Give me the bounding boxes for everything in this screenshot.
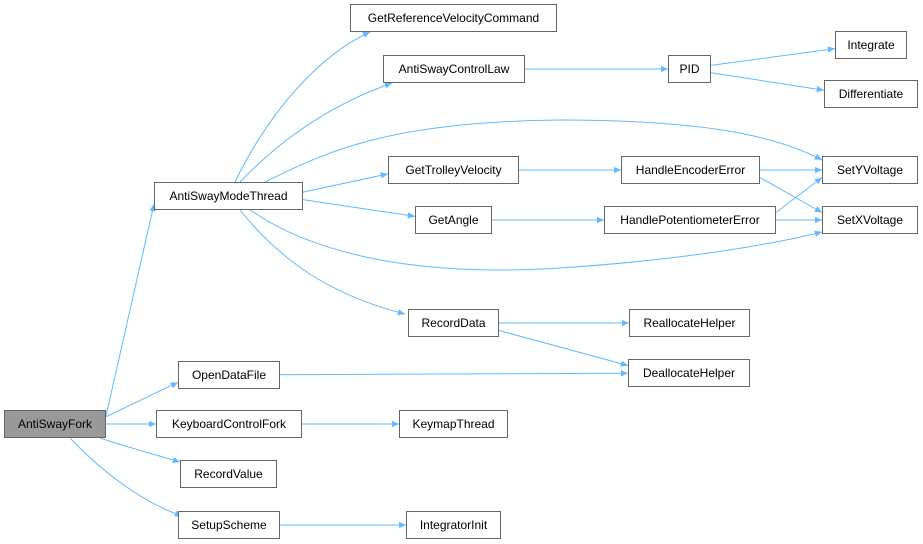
- node-integrate[interactable]: Integrate: [835, 31, 907, 59]
- edge-PID-to-Integrate: [710, 46, 836, 66]
- node-record-data[interactable]: RecordData: [408, 309, 499, 337]
- node-differentiate[interactable]: Differentiate: [824, 80, 918, 108]
- node-open-data-file[interactable]: OpenDataFile: [178, 361, 280, 389]
- edge-AntiSwayModeThread-to-RecordData: [239, 209, 406, 316]
- node-get-trolley-velocity[interactable]: GetTrolleyVelocity: [388, 156, 519, 184]
- node-set-y-voltage[interactable]: SetYVoltage: [822, 156, 918, 184]
- edge-RecordData-to-DeallocateHelper: [498, 330, 629, 367]
- node-anti-sway-fork: AntiSwayFork: [4, 410, 106, 438]
- edge-AntiSwayModeThread-to-SetYVoltage: [264, 119, 823, 183]
- node-reallocate-helper[interactable]: ReallocateHelper: [629, 309, 750, 337]
- node-get-reference-velocity-command[interactable]: GetReferenceVelocityCommand: [350, 4, 557, 32]
- edge-AntiSwayModeThread-to-SetXVoltage: [249, 209, 823, 271]
- node-keymap-thread[interactable]: KeymapThread: [399, 410, 508, 438]
- node-record-value[interactable]: RecordValue: [180, 460, 277, 488]
- node-pid[interactable]: PID: [668, 55, 711, 83]
- node-deallocate-helper[interactable]: DeallocateHelper: [628, 359, 750, 387]
- node-handle-potentiometer-error[interactable]: HandlePotentiometerError: [604, 206, 776, 234]
- node-integrator-init[interactable]: IntegratorInit: [406, 511, 501, 539]
- edge-AntiSwayModeThread-to-GetTrolleyVelocity: [302, 172, 389, 193]
- node-anti-sway-control-law[interactable]: AntiSwayControlLaw: [383, 55, 525, 83]
- node-setup-scheme[interactable]: SetupScheme: [178, 511, 280, 539]
- edge-AntiSwayModeThread-to-GetReferenceVelocityCommand: [234, 31, 371, 183]
- node-get-angle[interactable]: GetAngle: [415, 206, 492, 234]
- node-anti-sway-mode-thread[interactable]: AntiSwayModeThread: [154, 182, 303, 210]
- edge-PID-to-Differentiate: [710, 72, 825, 93]
- edge-AntiSwayFork-to-SetupScheme: [69, 437, 183, 517]
- node-keyboard-control-fork[interactable]: KeyboardControlFork: [156, 410, 302, 438]
- edge-HandleEncoderError-to-SetXVoltage: [759, 177, 823, 213]
- edge-AntiSwayFork-to-OpenDataFile: [105, 381, 179, 418]
- node-handle-encoder-error[interactable]: HandleEncoderError: [621, 156, 760, 184]
- edge-AntiSwayModeThread-to-GetAngle: [302, 199, 416, 219]
- node-set-x-voltage[interactable]: SetXVoltage: [822, 206, 918, 234]
- edge-OpenDataFile-to-DeallocateHelper: [279, 370, 629, 377]
- edge-HandlePotentiometerError-to-SetYVoltage: [775, 177, 823, 213]
- edge-AntiSwayFork-to-RecordValue: [99, 437, 181, 463]
- edge-AntiSwayModeThread-to-AntiSwayControlLaw: [239, 82, 393, 183]
- edge-AntiSwayFork-to-AntiSwayModeThread: [105, 203, 156, 417]
